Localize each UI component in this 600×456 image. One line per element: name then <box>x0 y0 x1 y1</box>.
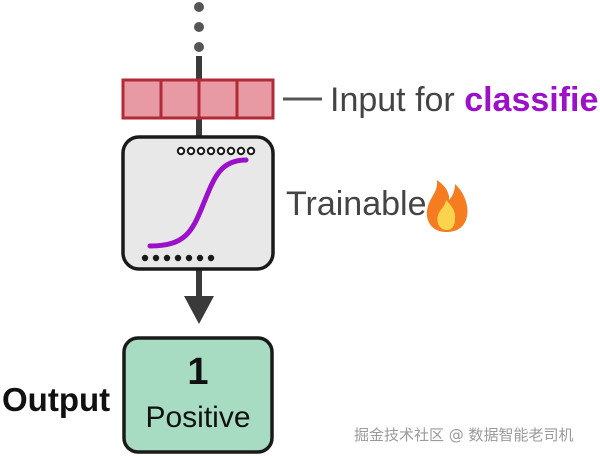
input-label-prefix: Input for <box>330 81 455 119</box>
input-vector <box>121 78 275 120</box>
input-cell <box>121 78 163 120</box>
output-box <box>122 336 274 454</box>
input-cell <box>159 78 201 120</box>
output-text: Positive <box>145 401 251 434</box>
arrow-head <box>184 296 214 324</box>
output-label: Output <box>2 381 111 418</box>
output-value: 1 <box>187 351 209 393</box>
fire-icon <box>426 180 468 232</box>
input-cell <box>197 78 239 120</box>
input-cell <box>235 78 275 120</box>
continuation-dots <box>194 2 204 52</box>
input-label: Input for classifier <box>330 80 600 120</box>
classifier-box <box>121 135 275 271</box>
watermark: 掘金技术社区 @ 数据智能老司机 <box>354 426 574 444</box>
classifier-top-nodes <box>176 146 256 156</box>
classifier-bottom-nodes <box>141 254 215 262</box>
sigmoid-curve <box>147 157 249 249</box>
trainable-label: Trainable <box>286 185 427 223</box>
input-label-accent: classifier <box>464 81 600 119</box>
